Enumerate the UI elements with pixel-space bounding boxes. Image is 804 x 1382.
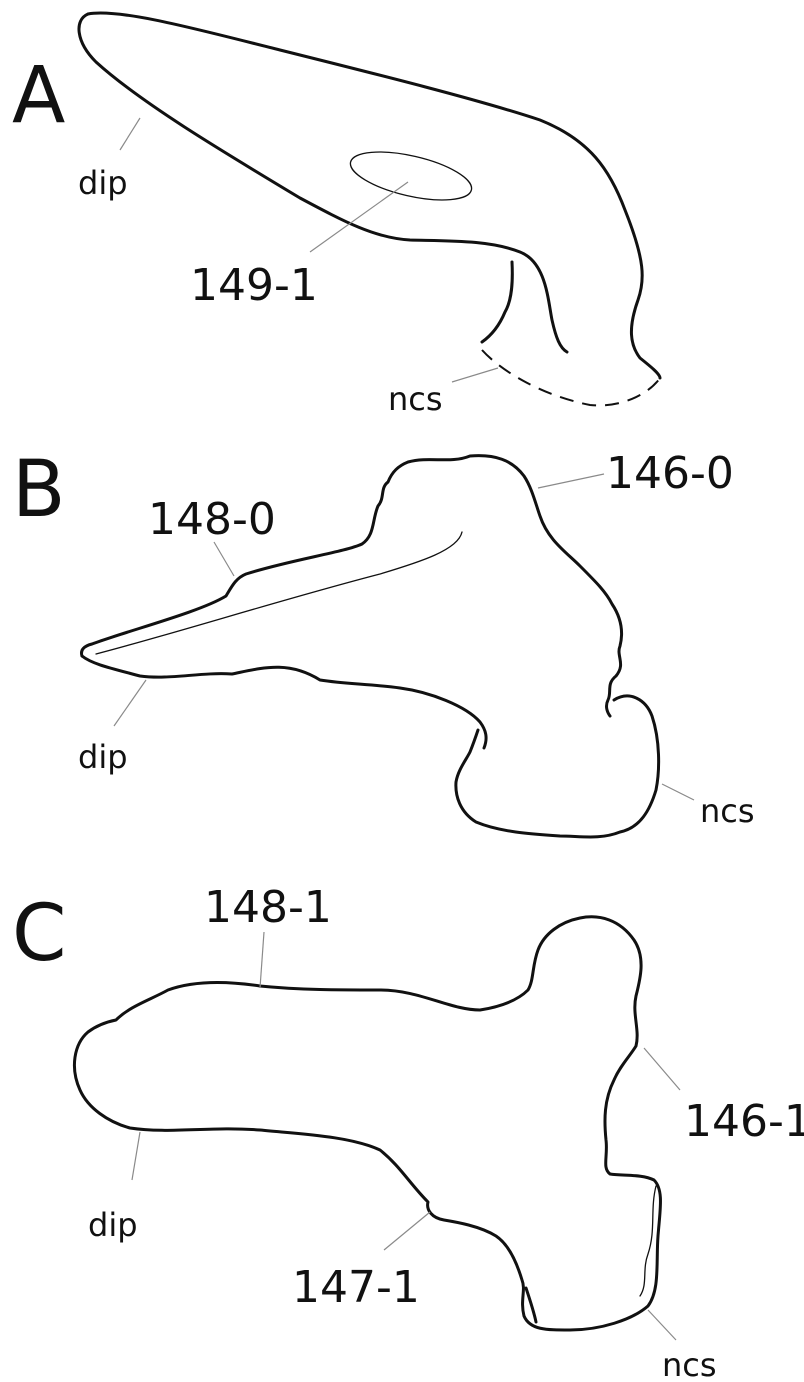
panel-b-dip-leader (114, 680, 146, 726)
panel-a-149-1-leader (310, 182, 408, 252)
panel-b-146-0-label: 146-0 (606, 448, 734, 499)
panel-c-ncs-edge (526, 1288, 536, 1322)
panel-b-ncs-lobe (456, 696, 659, 837)
panel-a-ncs-dashed (482, 350, 660, 405)
panel-a-bone-outline (79, 14, 567, 352)
panel-a-dip-leader (120, 118, 140, 150)
panel-c-ncs-label: ncs (662, 1346, 717, 1382)
panel-c-148-1-leader (260, 932, 264, 988)
panel-c-ncs-ridge (640, 1186, 656, 1296)
panel-b-148-0-label: 148-0 (148, 494, 276, 545)
panel-a-149-1-label: 149-1 (190, 260, 318, 311)
panel-c-dip-leader (132, 1132, 140, 1180)
panel-a-ncs-leader (452, 368, 498, 382)
panel-c-letter: C (12, 889, 66, 979)
panel-a: A dip 149-1 ncs (12, 13, 660, 418)
panel-b-ridge-line (96, 532, 462, 654)
panel-b-ncs-leader (662, 784, 694, 800)
panel-a-bone-outline-upper (88, 13, 660, 378)
panel-b-ncs-label: ncs (700, 792, 755, 830)
panel-b: B 148-0 146-0 dip ncs (12, 445, 755, 837)
panel-c-146-1-leader (644, 1048, 680, 1090)
panel-c: C 148-1 146-1 dip 147-1 ncs (12, 882, 804, 1382)
panel-c-147-1-leader (384, 1212, 430, 1250)
panel-b-146-0-leader (538, 474, 604, 488)
panel-b-148-0-leader (214, 542, 234, 576)
panel-c-ncs-leader (648, 1310, 676, 1340)
panel-c-146-1-label: 146-1 (684, 1096, 804, 1147)
panel-b-dip-label: dip (78, 738, 128, 776)
panel-a-dip-label: dip (78, 164, 128, 202)
panel-c-dip-label: dip (88, 1206, 138, 1244)
panel-c-148-1-label: 148-1 (204, 882, 332, 933)
panel-a-ncs-label: ncs (388, 380, 443, 418)
panel-c-147-1-label: 147-1 (292, 1262, 420, 1313)
panel-a-fossa (346, 143, 476, 210)
panel-b-letter: B (12, 445, 66, 535)
panel-a-neural-canal-left (482, 262, 512, 342)
panel-a-letter: A (12, 51, 65, 141)
panel-b-bone-outline-lower (82, 656, 486, 748)
